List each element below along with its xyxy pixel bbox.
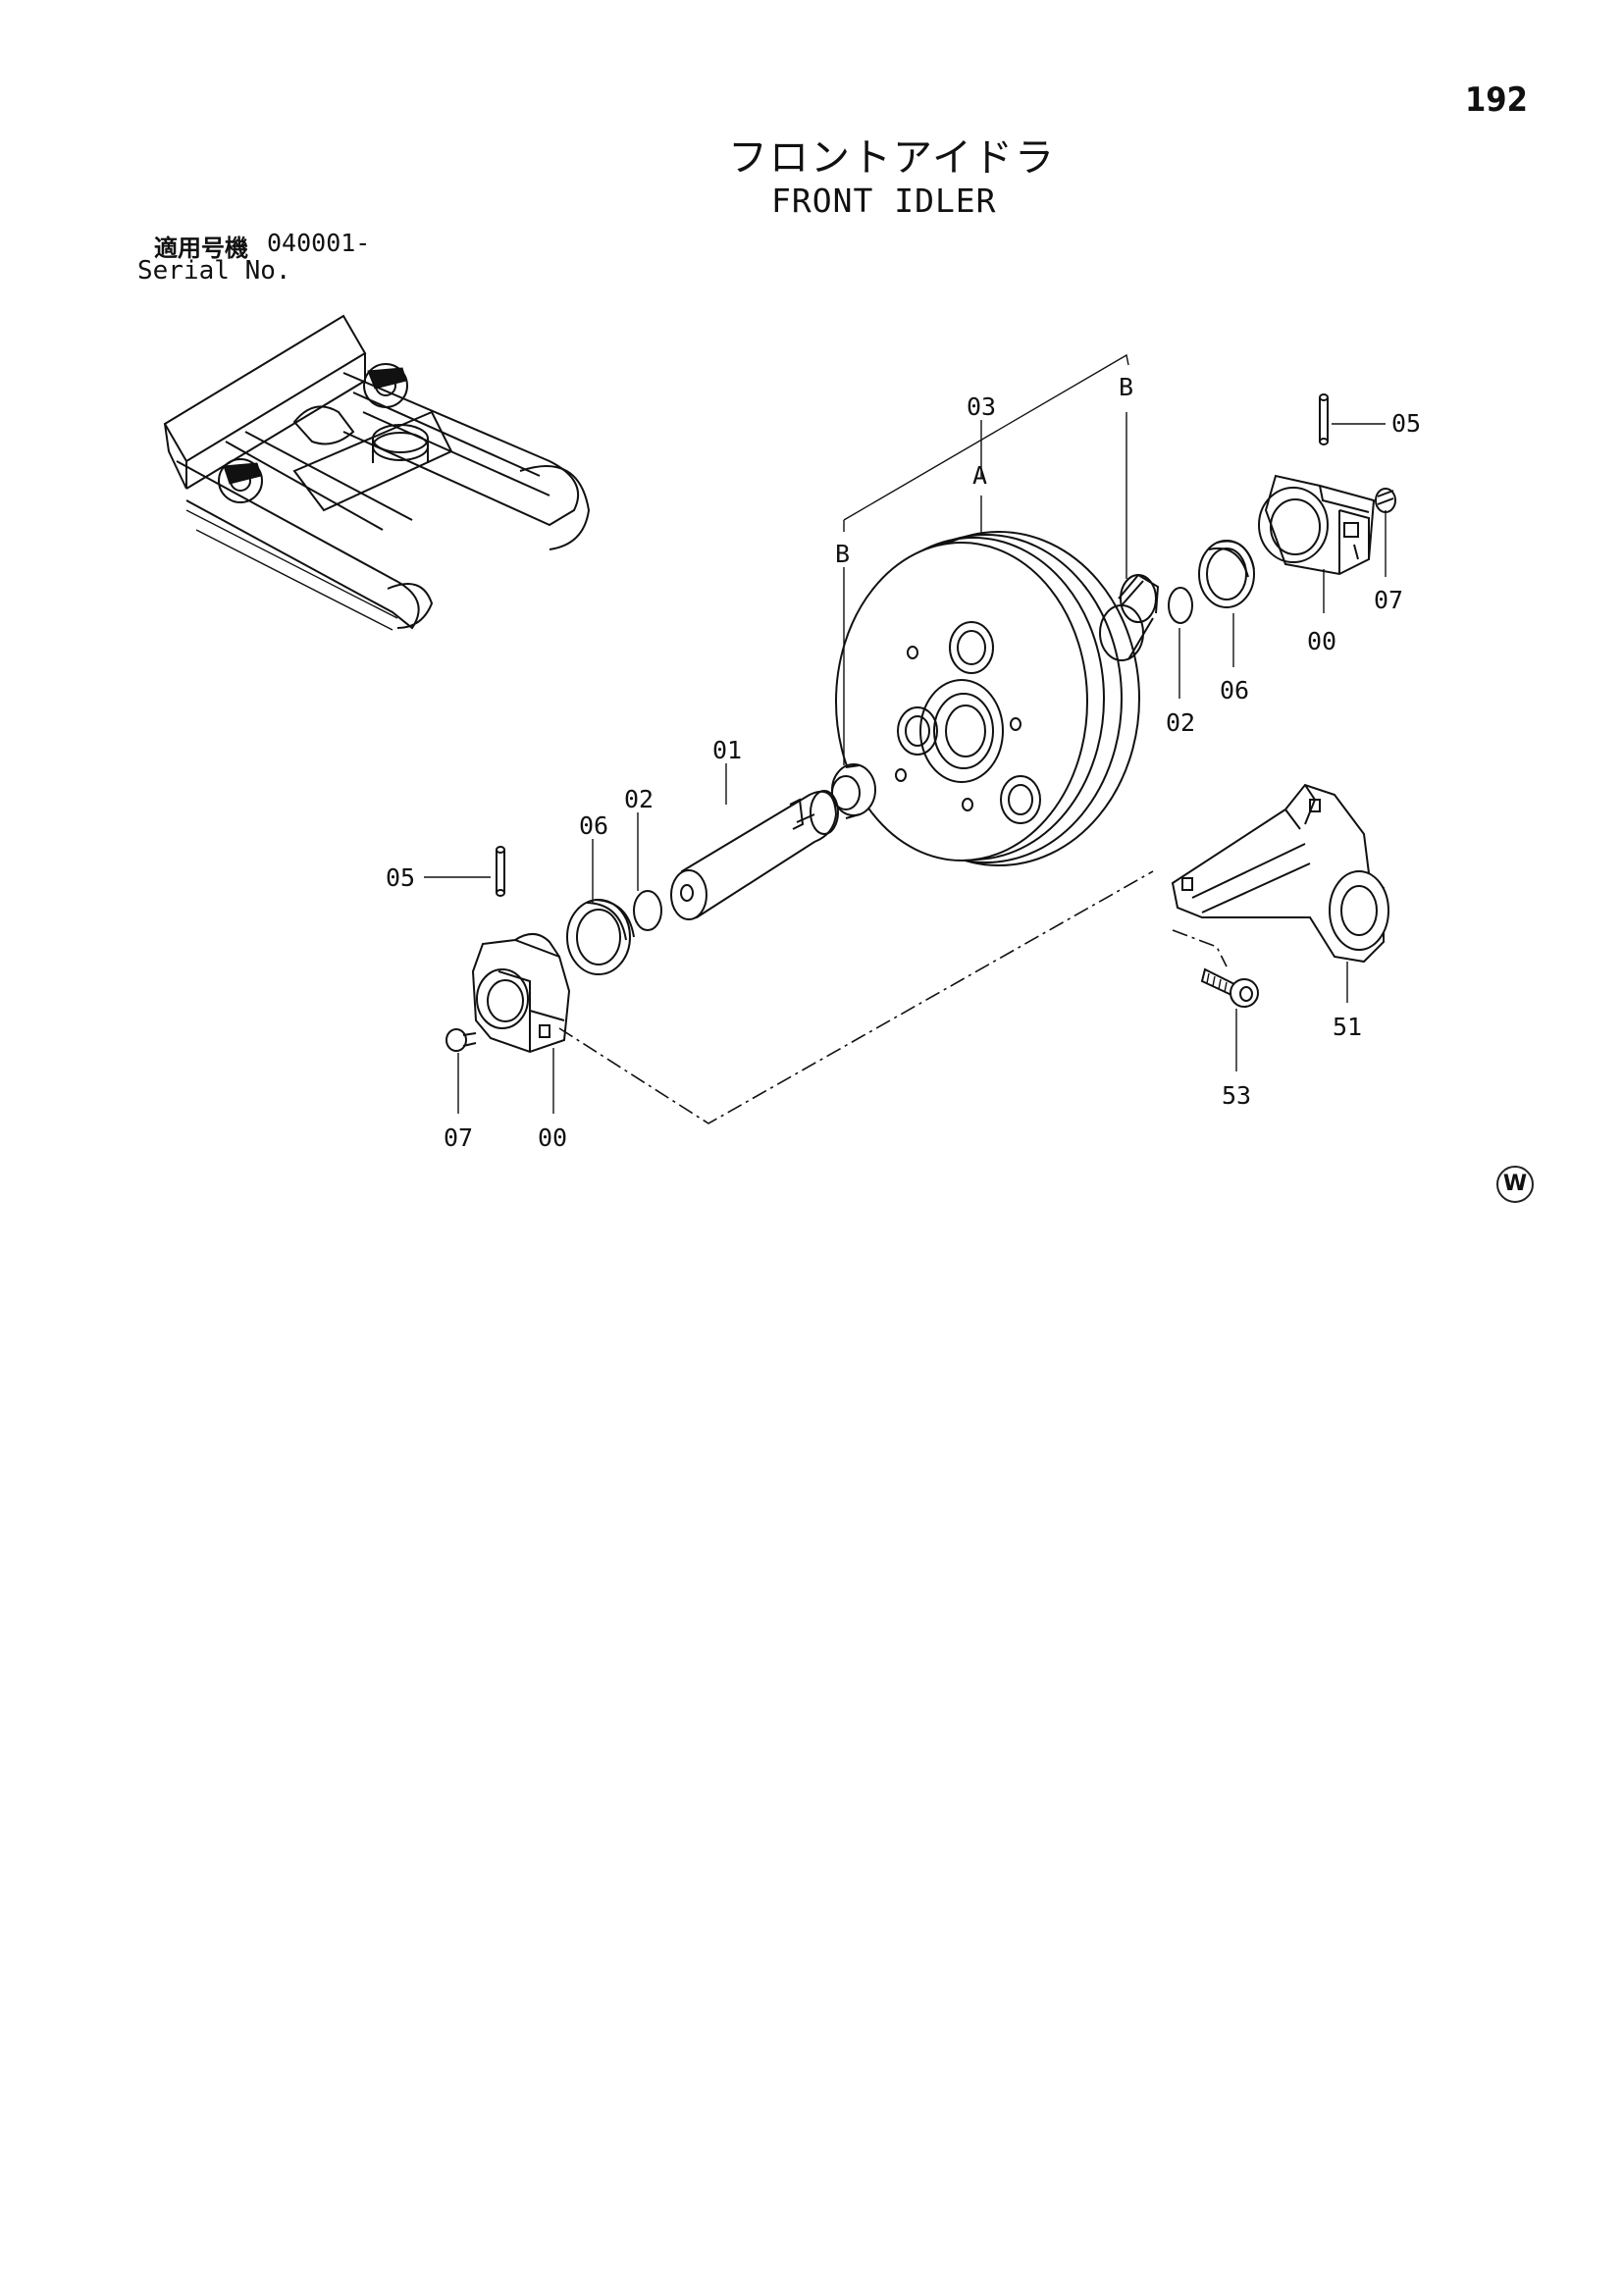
idler-wheel-part-03 — [835, 531, 1140, 866]
idler-yoke-part-51 — [1171, 783, 1389, 964]
callout-53: 53 — [1222, 1081, 1251, 1110]
callout-b-left: B — [835, 540, 850, 568]
idler-bracket-right-part-00 — [1258, 474, 1376, 576]
plug-left-part-07 — [445, 1028, 477, 1052]
callout-51: 51 — [1333, 1013, 1362, 1041]
idler-shaft-part-01 — [670, 790, 839, 920]
floating-seal-left-part-06 — [566, 899, 635, 975]
callout-00-left: 00 — [538, 1123, 567, 1152]
callout-07-right: 07 — [1374, 586, 1403, 614]
spring-pin-right-part-05 — [1319, 393, 1329, 445]
page-number: 192 — [1465, 80, 1528, 120]
bolt-part-53 — [1200, 967, 1259, 1008]
callout-labels: 03 A B B 05 07 00 06 02 01 02 06 05 51 5… — [386, 373, 1421, 1152]
callout-00-right: 00 — [1307, 627, 1336, 655]
w-mark-icon: W — [1496, 1166, 1534, 1203]
callout-06-left: 06 — [579, 811, 608, 840]
leader-lines — [424, 412, 1387, 1114]
callout-01: 01 — [712, 736, 742, 764]
o-ring-right-part-02 — [1168, 587, 1193, 624]
assembly-lines — [558, 353, 1228, 1124]
callout-a: A — [972, 461, 987, 490]
diagram-title-english: FRONT IDLER — [771, 182, 997, 220]
bushing-right — [1099, 573, 1160, 661]
serial-label-english: Serial No. — [137, 256, 291, 286]
undercarriage-overview-illustration — [163, 314, 591, 631]
plug-right-part-07 — [1375, 488, 1396, 513]
serial-label-japanese: 適用号機 — [154, 235, 248, 262]
callout-03: 03 — [967, 392, 996, 421]
callout-02-right: 02 — [1166, 708, 1195, 737]
serial-number-value: 040001- — [267, 229, 371, 257]
callout-07-left: 07 — [444, 1123, 473, 1152]
callout-02-left: 02 — [624, 785, 654, 813]
floating-seal-right-part-06 — [1198, 540, 1255, 608]
bushing-left — [831, 763, 876, 819]
spring-pin-left-part-05 — [496, 846, 505, 897]
callout-b-top: B — [1119, 373, 1133, 401]
idler-bracket-left-part-00 — [471, 933, 571, 1054]
callout-06-right: 06 — [1220, 676, 1249, 704]
diagram-title-japanese: フロントアイドラ — [728, 135, 1056, 181]
callout-05-right: 05 — [1391, 409, 1421, 438]
o-ring-left-part-02 — [633, 890, 662, 931]
callout-05-left: 05 — [386, 863, 415, 892]
